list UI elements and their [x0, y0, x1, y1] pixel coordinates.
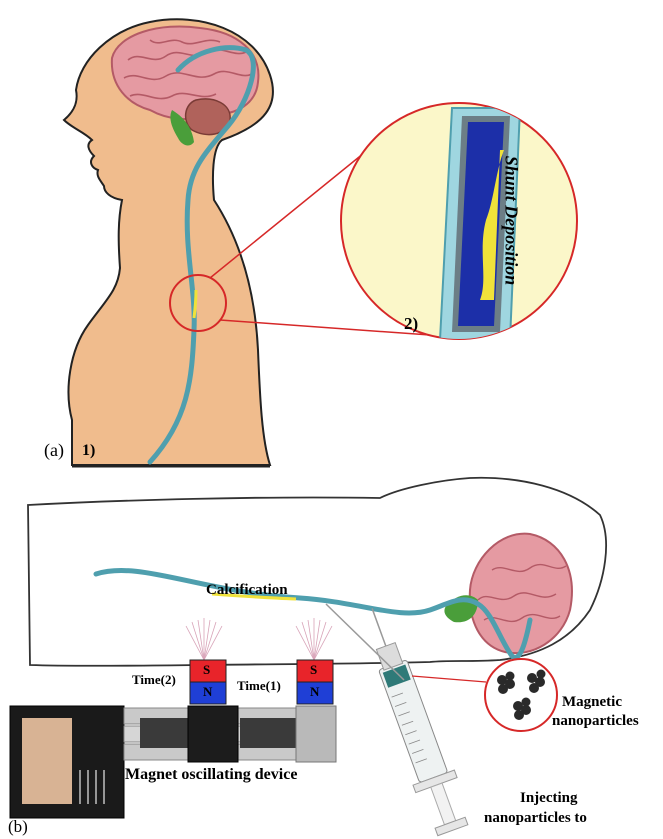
magnet-left-s-label: S: [203, 662, 210, 678]
injecting-label-line1: Injecting: [520, 790, 578, 807]
magnet-right-n-label: N: [310, 684, 319, 700]
device-label: Magnet oscillating device: [125, 766, 297, 784]
nanoparticle-pointer: [412, 676, 486, 682]
time-1-label: Time(1): [237, 678, 281, 694]
step-2-label: 2): [404, 314, 418, 334]
magnet-left-n-label: N: [203, 684, 212, 700]
time-2-label: Time(2): [132, 672, 176, 688]
magnet-right-s-label: S: [310, 662, 317, 678]
panel-b: [10, 478, 606, 838]
nanoparticles-label-line2: nanoparticles: [552, 713, 639, 730]
oscillating-device: [10, 706, 336, 818]
panel-a-label: (a): [44, 440, 64, 461]
calcification-label: Calcification: [206, 582, 288, 599]
step-1-label: 1): [82, 442, 95, 460]
nanoparticles-circle: [485, 659, 557, 731]
panel-b-label: (b): [8, 817, 28, 837]
injecting-label-line2: nanoparticles to: [484, 810, 587, 827]
shunt-deposition-title: Shunt Deposition: [500, 156, 521, 286]
nanoparticles-label-line1: Magnetic: [562, 694, 622, 711]
